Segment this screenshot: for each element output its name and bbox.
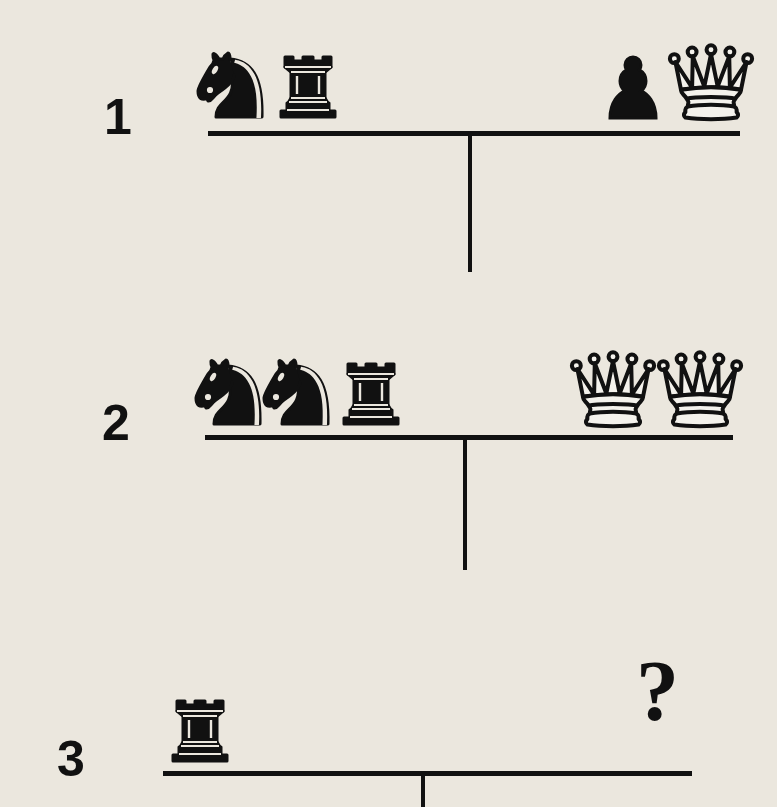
balance-scale: [198, 45, 752, 272]
balance-beam: [208, 131, 740, 136]
balance-post: [463, 438, 467, 570]
queen-piece: [572, 352, 654, 426]
rook-piece: [344, 364, 398, 424]
question-mark: ?: [636, 648, 679, 734]
rook-piece: [281, 57, 335, 117]
balance-post: [468, 134, 472, 272]
pawn-piece: [610, 57, 656, 118]
balance-beam: [205, 435, 733, 440]
scale-number: 3: [57, 734, 85, 784]
balance-post: [421, 774, 425, 807]
scale-number: 2: [102, 398, 130, 448]
balance-beam: [163, 771, 692, 776]
balance-scale: [163, 701, 692, 807]
knight-piece: [196, 360, 260, 425]
rook-piece: [173, 701, 227, 761]
queen-piece: [670, 45, 752, 119]
scale-number: 1: [104, 92, 132, 142]
balance-scale: [196, 352, 741, 570]
knight-piece: [198, 53, 262, 118]
knight-piece: [264, 360, 328, 425]
queen-piece: [659, 352, 741, 426]
